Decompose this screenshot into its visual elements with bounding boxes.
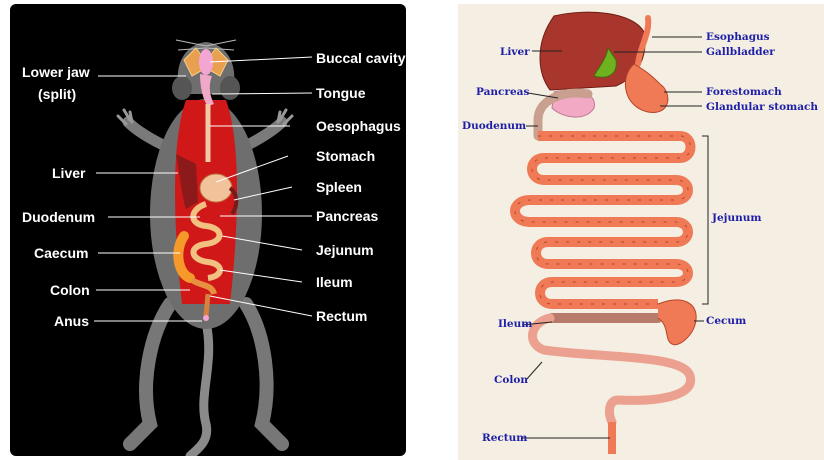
label-rectum-left: Rectum xyxy=(316,308,367,324)
label-gallbladder: Gallbladder xyxy=(706,46,775,58)
rectum xyxy=(206,294,208,316)
label-jejunum-left: Jejunum xyxy=(316,242,374,258)
label-pancreas-left: Pancreas xyxy=(316,208,378,224)
gi-stomach xyxy=(625,64,667,112)
label-ileum-right: Ileum xyxy=(498,318,532,330)
label-jejunum-right: Jejunum xyxy=(712,212,761,224)
label-glandular-stomach: Glandular stomach xyxy=(706,101,818,113)
gi-tract-illustration xyxy=(458,4,824,460)
label-forestomach: Forestomach xyxy=(706,86,782,98)
rat-right-ear xyxy=(220,76,240,100)
label-colon-right: Colon xyxy=(494,374,528,386)
label-spleen: Spleen xyxy=(316,179,362,195)
rat-left-ear xyxy=(172,76,192,100)
rat-right-hind-leg xyxy=(246,304,282,444)
label-tongue: Tongue xyxy=(316,85,366,101)
anus xyxy=(203,315,209,321)
jejunum-bracket xyxy=(702,136,708,304)
label-lower-jaw-split: (split) xyxy=(38,86,76,102)
gi-jejunum xyxy=(515,136,691,304)
gi-cecum xyxy=(658,300,696,345)
label-oesophagus: Oesophagus xyxy=(316,118,401,134)
label-lower-jaw: Lower jaw xyxy=(22,64,90,80)
label-pancreas-right: Pancreas xyxy=(476,86,529,98)
label-ileum-left: Ileum xyxy=(316,274,353,290)
label-liver-right: Liver xyxy=(500,46,530,58)
label-buccal-cavity: Buccal cavity xyxy=(316,50,406,66)
label-rectum-right: Rectum xyxy=(482,432,527,444)
label-stomach-left: Stomach xyxy=(316,148,375,164)
label-duodenum-right: Duodenum xyxy=(462,120,526,132)
rat-left-hind-leg xyxy=(130,304,170,444)
label-colon-left: Colon xyxy=(50,282,90,298)
label-caecum: Caecum xyxy=(34,245,88,261)
rat-tail xyxy=(190,322,209,456)
label-liver-left: Liver xyxy=(52,165,85,181)
label-duodenum-left: Duodenum xyxy=(22,209,95,225)
label-esophagus: Esophagus xyxy=(706,31,770,43)
rat-dissection-panel: Lower jaw (split) Liver Duodenum Caecum … xyxy=(10,4,406,456)
label-cecum: Cecum xyxy=(706,315,746,327)
gi-tract-panel: Esophagus Liver Gallbladder Pancreas For… xyxy=(458,4,824,460)
label-anus: Anus xyxy=(54,313,89,329)
